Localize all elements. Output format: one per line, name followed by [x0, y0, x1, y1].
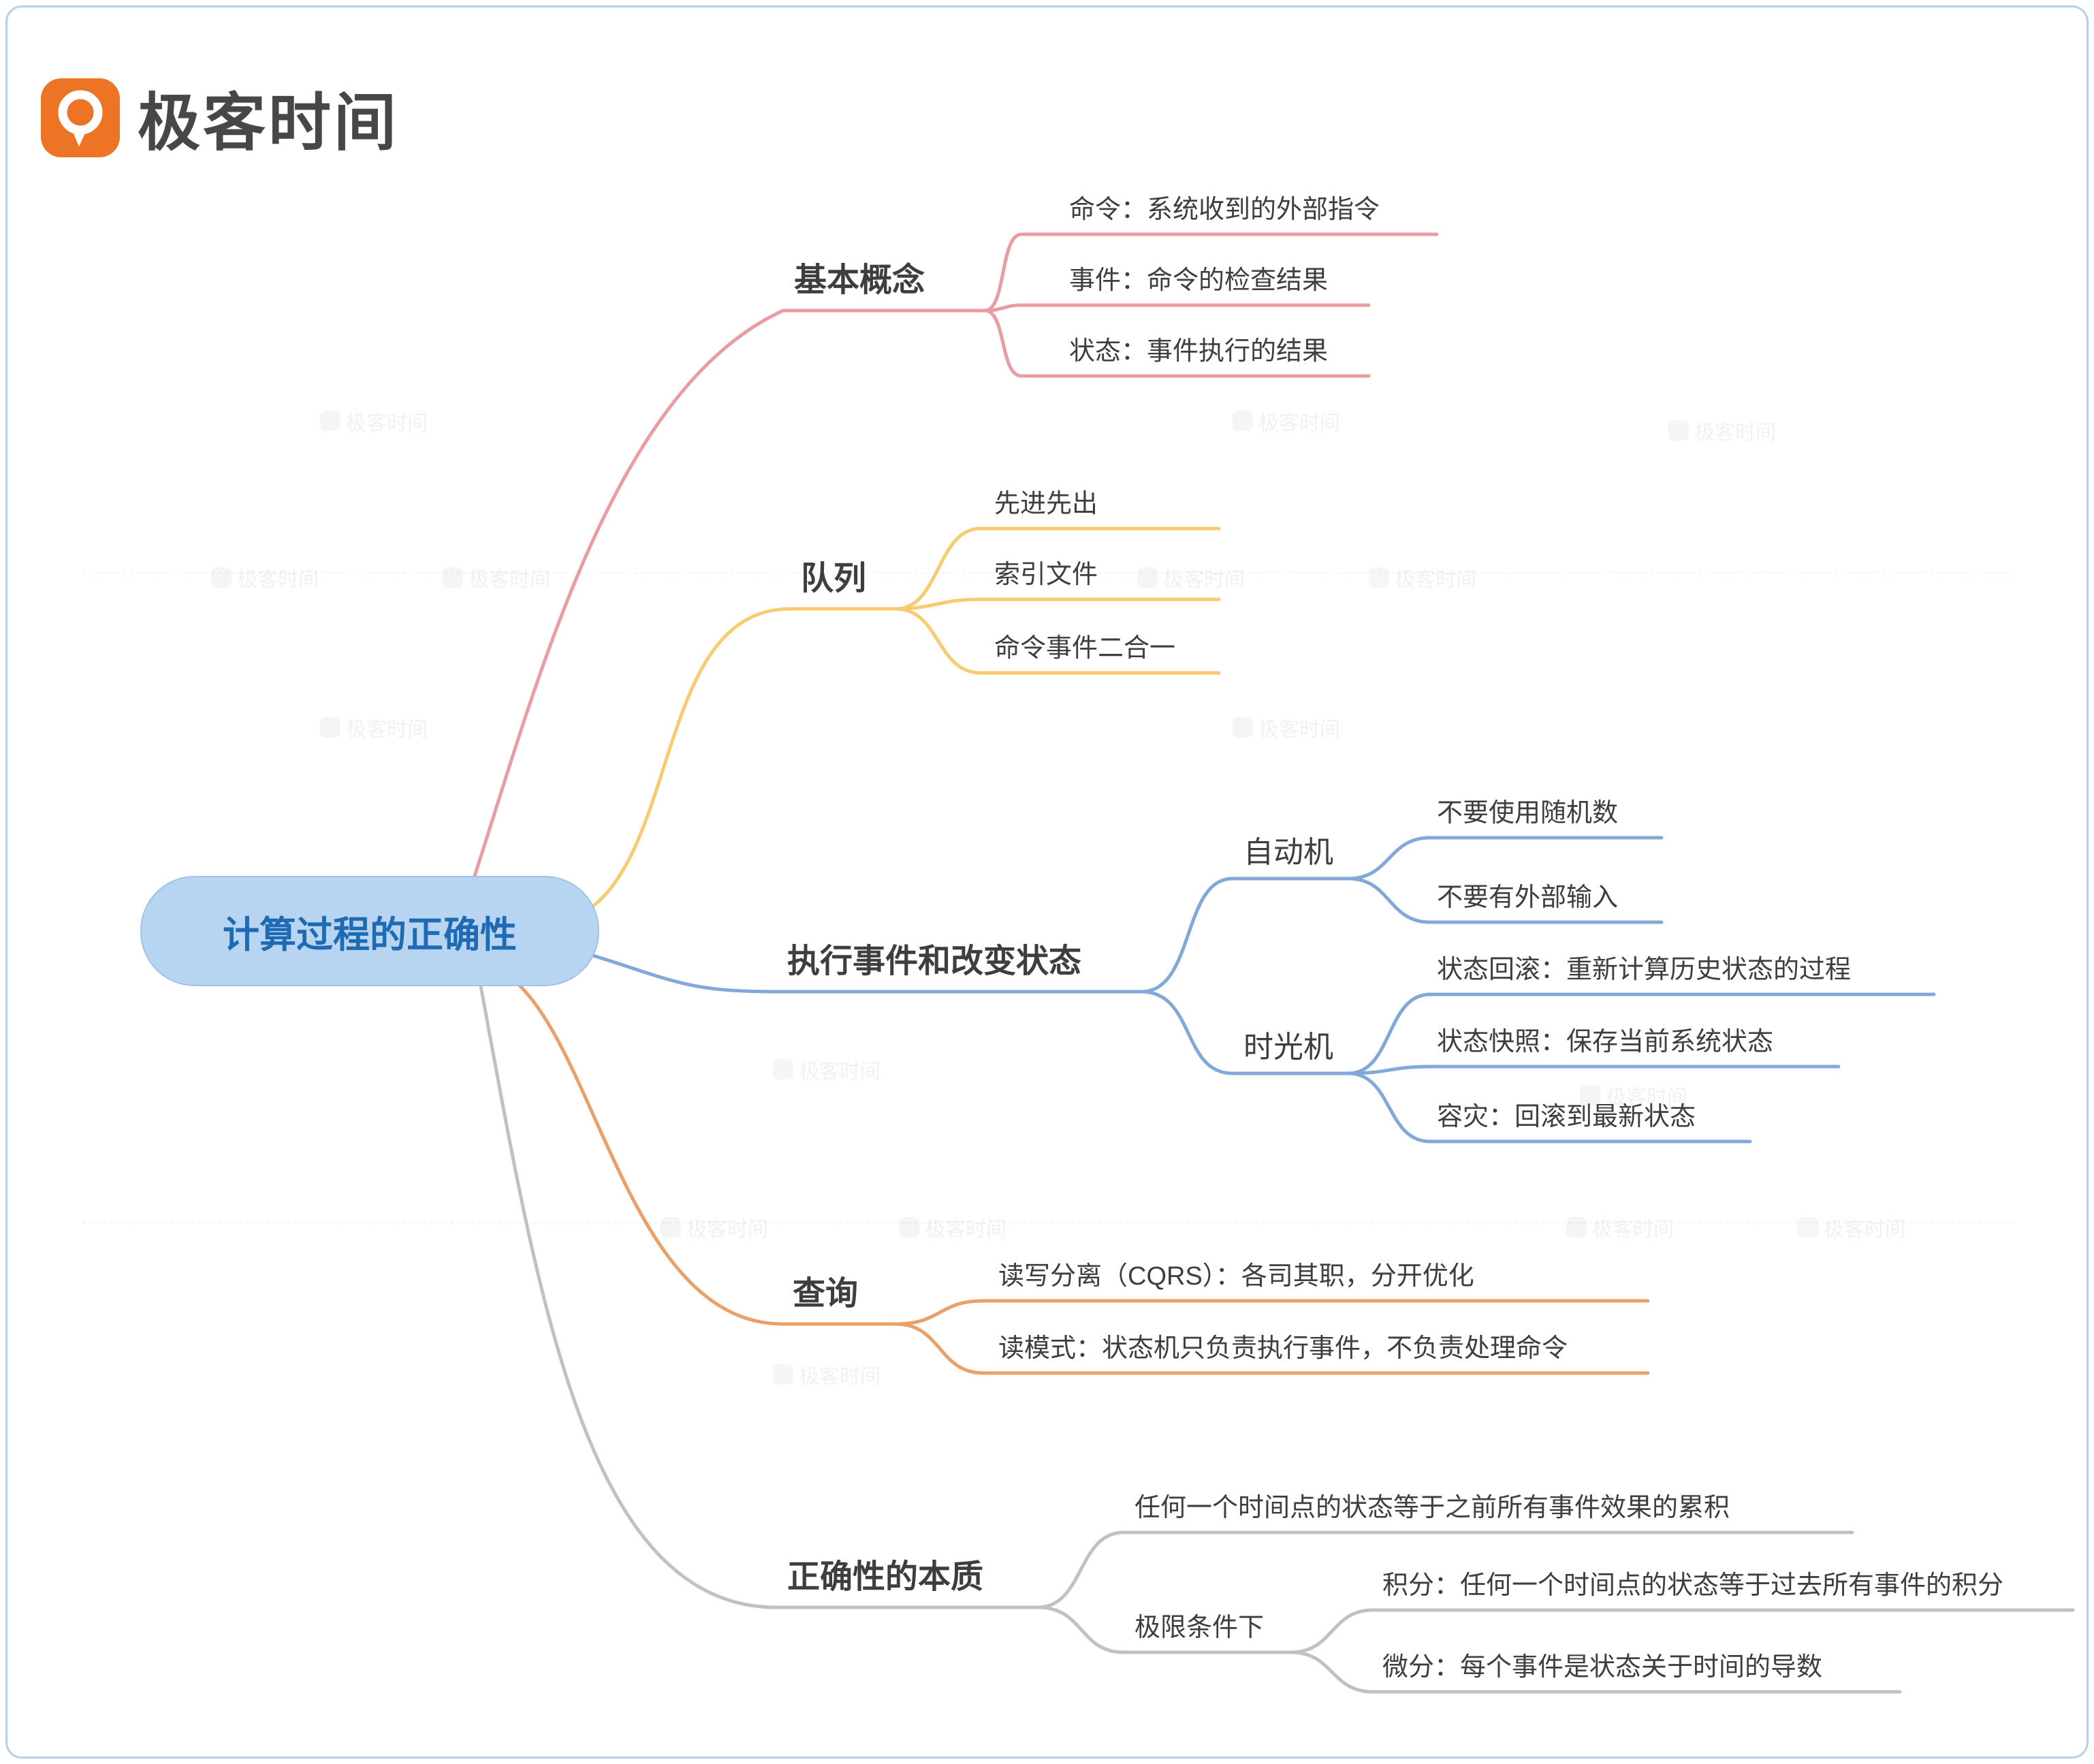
node-exec-events[interactable]: 执行事件和改变状态 [787, 943, 1082, 979]
node-query[interactable]: 查询 [793, 1276, 859, 1312]
watermark: 极客时间 [1233, 712, 1340, 742]
node-basic-concepts[interactable]: 基本概念 [794, 262, 925, 298]
node-state-accumulation[interactable]: 任何一个时间点的状态等于之前所有事件效果的累积 [1135, 1494, 1730, 1522]
watermark: 极客时间 [1137, 563, 1245, 593]
node-event[interactable]: 事件：命令的检查结果 [1069, 266, 1329, 295]
central-topic[interactable]: 计算过程的正确性 [140, 876, 599, 986]
watermark-text: 极客时间 [1258, 719, 1340, 741]
branch-lines-exec [589, 836, 1936, 1144]
watermark-text: 极客时间 [1163, 569, 1245, 591]
watermark: 极客时间 [773, 1054, 881, 1084]
watermark-text: 极客时间 [799, 1366, 881, 1388]
guide-line [82, 1222, 2016, 1223]
node-state-rollback[interactable]: 状态回滚：重新计算历史状态的过程 [1437, 956, 1852, 984]
watermark-icon [1566, 1217, 1587, 1238]
watermark-text: 极客时间 [1395, 569, 1476, 591]
node-cqrs[interactable]: 读写分离（CQRS）：各司其职，分开优化 [998, 1262, 1474, 1291]
node-index-file[interactable]: 索引文件 [994, 561, 1098, 589]
watermark-icon [1233, 411, 1253, 431]
brand-logo: 极客时间 [41, 72, 399, 163]
node-state[interactable]: 状态：事件执行的结果 [1069, 337, 1329, 366]
watermark-text: 极客时间 [346, 412, 428, 435]
watermark-text: 极客时间 [799, 1060, 881, 1083]
watermark-text: 极客时间 [1606, 1086, 1687, 1109]
watermark-text: 极客时间 [346, 719, 428, 741]
watermark-icon [320, 411, 340, 431]
watermark: 极客时间 [1566, 1212, 1674, 1242]
watermark: 极客时间 [1798, 1212, 1905, 1242]
branch-lines-query [517, 983, 1650, 1375]
watermark-text: 极客时间 [925, 1218, 1006, 1241]
node-essence[interactable]: 正确性的本质 [787, 1559, 984, 1595]
branch-lines-basic-concepts [471, 232, 1439, 882]
watermark: 极客时间 [211, 563, 319, 593]
branch-lines-queue [575, 526, 1221, 918]
node-fifo[interactable]: 先进先出 [994, 490, 1098, 518]
brand-name: 极客时间 [138, 89, 400, 158]
watermark-icon [1369, 567, 1389, 588]
watermark-text: 极客时间 [1592, 1218, 1674, 1241]
node-queue[interactable]: 队列 [801, 561, 867, 597]
watermark: 极客时间 [773, 1359, 881, 1389]
watermark: 极客时间 [443, 563, 550, 593]
node-read-mode[interactable]: 读模式：状态机只负责执行事件，不负责处理命令 [998, 1334, 1568, 1363]
node-derivative[interactable]: 微分：每个事件是状态关于时间的导数 [1382, 1653, 1823, 1682]
guide-line [82, 572, 2016, 573]
node-limit-condition[interactable]: 极限条件下 [1135, 1613, 1265, 1642]
node-no-random[interactable]: 不要使用随机数 [1437, 799, 1619, 828]
watermark-text: 极客时间 [237, 569, 319, 591]
watermark: 极客时间 [320, 712, 428, 742]
watermark-text: 极客时间 [686, 1218, 768, 1241]
node-cmd-event-combined[interactable]: 命令事件二合一 [994, 634, 1176, 663]
watermark-icon [1798, 1217, 1818, 1238]
watermark-text: 极客时间 [1824, 1218, 1905, 1241]
node-automaton[interactable]: 自动机 [1243, 836, 1333, 869]
watermark-icon [443, 567, 463, 588]
node-no-external-input[interactable]: 不要有外部输入 [1437, 883, 1619, 912]
watermark-icon [773, 1059, 793, 1080]
geektime-logo-icon [41, 78, 120, 157]
watermark: 极客时间 [1369, 563, 1476, 593]
watermark: 极客时间 [1580, 1080, 1687, 1110]
watermark-text: 极客时间 [1694, 422, 1776, 444]
watermark: 极客时间 [1668, 415, 1776, 445]
watermark-icon [211, 567, 232, 588]
watermark-icon [1668, 420, 1689, 441]
branch-lines-essence [479, 984, 2075, 1694]
watermark-text: 极客时间 [469, 569, 550, 591]
node-time-machine[interactable]: 时光机 [1243, 1030, 1333, 1064]
watermark: 极客时间 [1233, 406, 1340, 436]
watermark-icon [1233, 717, 1253, 738]
node-integral[interactable]: 积分：任何一个时间点的状态等于过去所有事件的积分 [1382, 1571, 2004, 1600]
watermark-icon [320, 717, 340, 738]
node-state-snapshot[interactable]: 状态快照：保存当前系统状态 [1437, 1028, 1774, 1056]
watermark: 极客时间 [661, 1212, 768, 1242]
watermark-text: 极客时间 [1258, 412, 1340, 435]
watermark-icon [899, 1217, 919, 1238]
watermark-icon [773, 1364, 793, 1385]
node-command[interactable]: 命令：系统收到的外部指令 [1069, 195, 1380, 224]
watermark: 极客时间 [320, 406, 428, 436]
watermark-icon [661, 1217, 681, 1238]
node-disaster-recovery[interactable]: 容灾：回滚到最新状态 [1437, 1103, 1696, 1131]
watermark: 极客时间 [899, 1212, 1006, 1242]
watermark-icon [1580, 1085, 1600, 1105]
watermark-icon [1137, 567, 1158, 588]
